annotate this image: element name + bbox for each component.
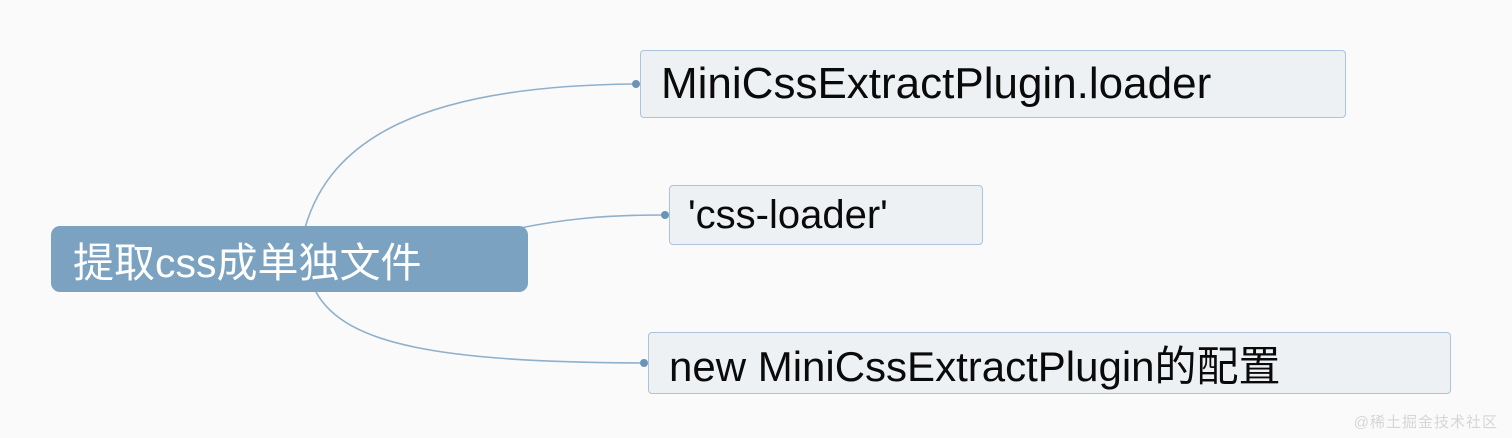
mindmap-root-label: 提取css成单独文件 <box>73 240 422 286</box>
mindmap-child-node-2[interactable]: 'css-loader' <box>669 185 983 245</box>
watermark: @稀土掘金技术社区 <box>1353 414 1498 431</box>
mindmap-child-label-3: new MiniCssExtractPlugin的配置 <box>669 342 1281 390</box>
connector-branch-2 <box>519 214 664 229</box>
connector-dot-3 <box>640 359 648 367</box>
mindmap-child-node-3[interactable]: new MiniCssExtractPlugin的配置 <box>648 332 1451 394</box>
mindmap-child-label-2: 'css-loader' <box>688 192 888 237</box>
mindmap-child-label-1: MiniCssExtractPlugin.loader <box>661 59 1212 108</box>
connector-dot-2 <box>661 211 669 219</box>
mindmap-root-node[interactable]: 提取css成单独文件 <box>51 226 528 292</box>
connector-branch-3 <box>315 291 643 364</box>
connector-dot-1 <box>632 80 640 88</box>
connector-branch-1 <box>304 83 635 229</box>
mindmap-child-node-1[interactable]: MiniCssExtractPlugin.loader <box>640 50 1346 118</box>
